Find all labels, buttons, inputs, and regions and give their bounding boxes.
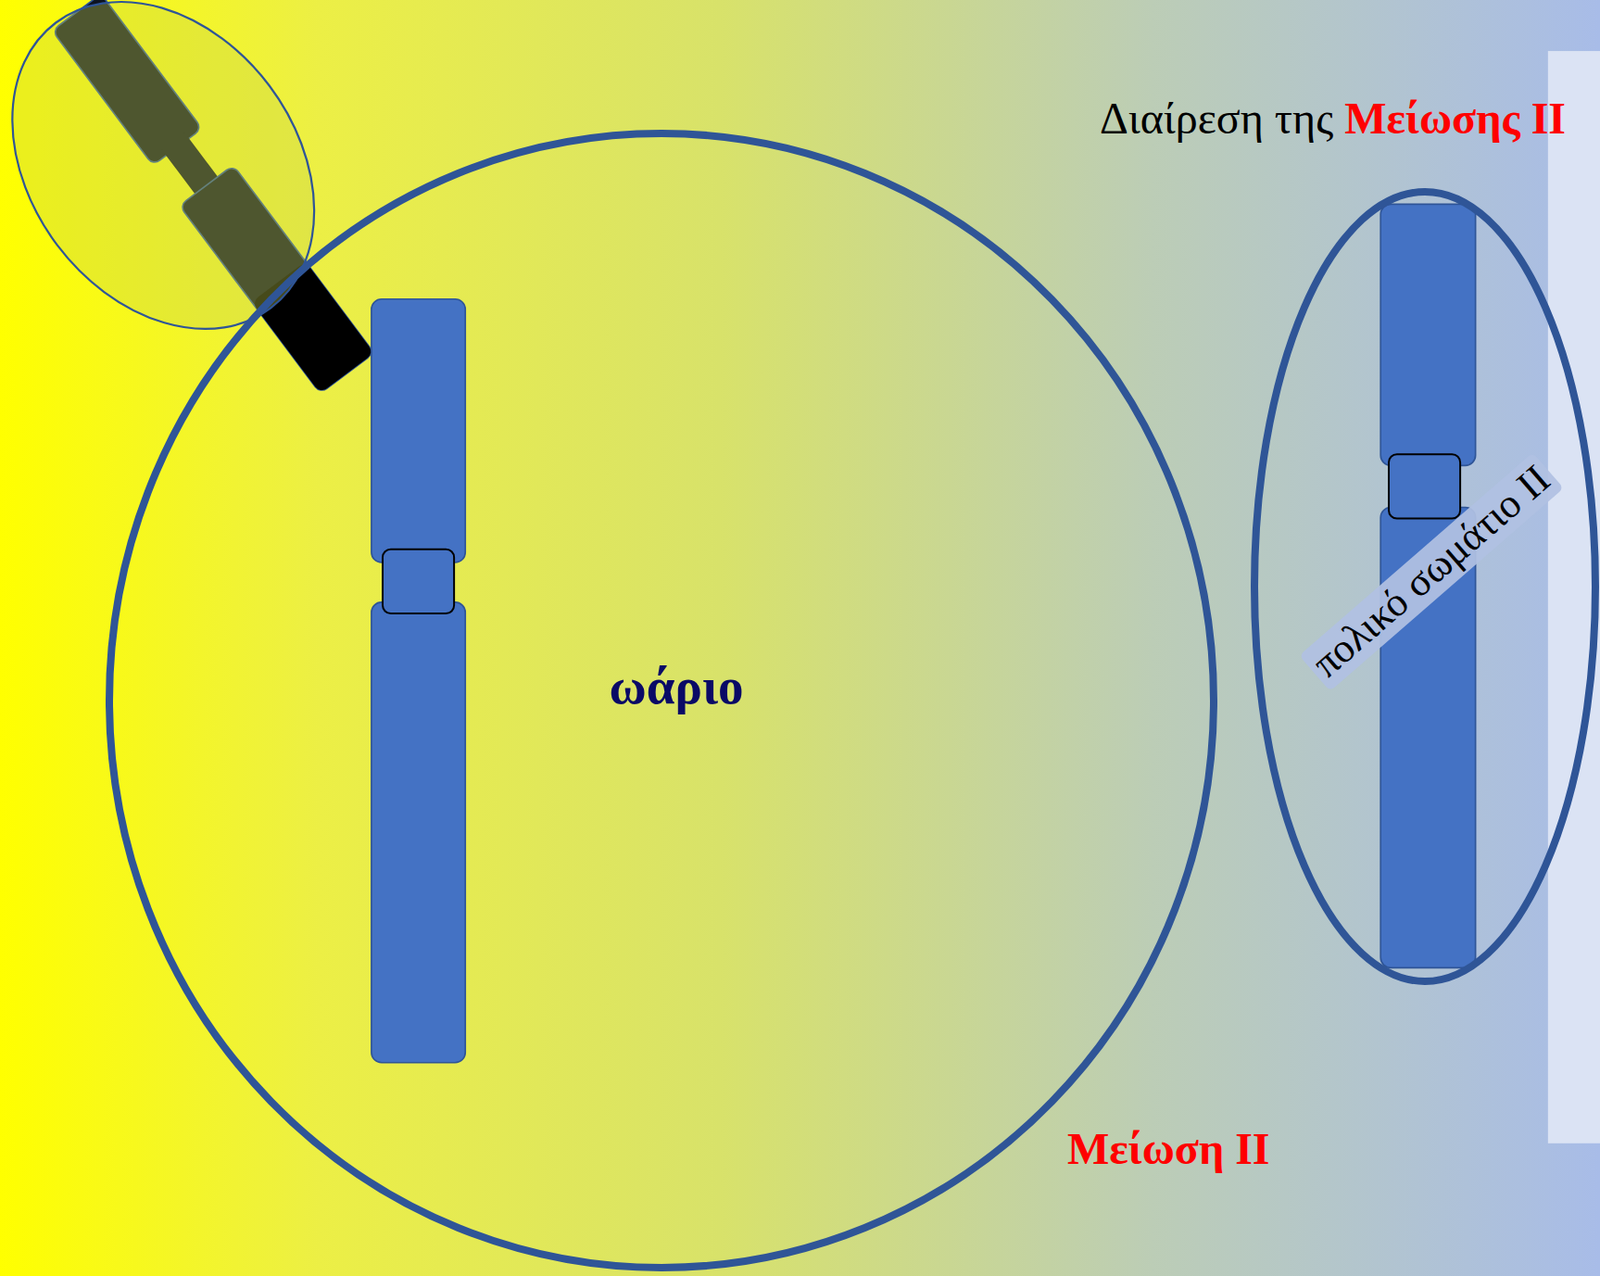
centromere [382, 549, 454, 614]
egg-chromosome [371, 299, 466, 1063]
title-part: Διαίρεση [1099, 93, 1264, 143]
phase-label: Μείωση II [1067, 1122, 1271, 1174]
centromere [1388, 453, 1461, 518]
polar-body-label: πολικό σωμάτιο II [1298, 452, 1563, 691]
slide-title: Διαίρεση της Μείωσης II [1099, 92, 1566, 144]
title-part: II [1531, 93, 1566, 143]
cell-membrane [109, 133, 1214, 1268]
title-part: της [1274, 93, 1334, 143]
title-part: Μείωσης [1344, 93, 1520, 143]
cell-label: ωάριο [609, 656, 744, 716]
polar-body-outline [0, 0, 378, 389]
cell-membrane [1254, 191, 1596, 982]
egg-cell: ωάριο [105, 129, 1218, 1272]
chromosome-arm [371, 602, 466, 1063]
title-part [1520, 93, 1532, 143]
title-part [1263, 93, 1275, 143]
polar-body: πολικό σωμάτιο II [1250, 188, 1600, 985]
title-part [1333, 93, 1345, 143]
chromosome-arm [1380, 203, 1475, 466]
chromosome-arm [371, 299, 466, 563]
